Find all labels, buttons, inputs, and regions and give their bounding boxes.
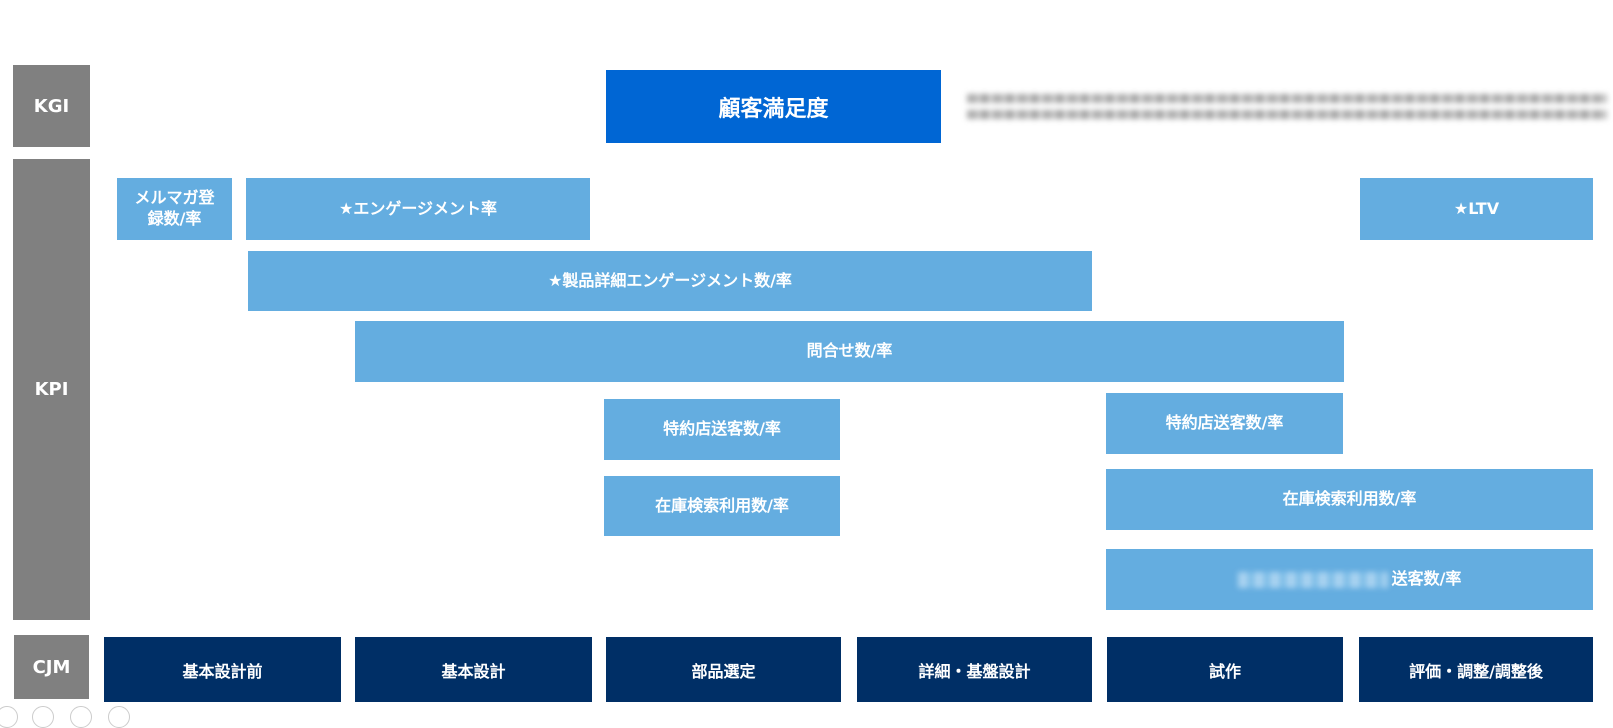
kpi-ltv: ★LTV	[1360, 178, 1593, 240]
kpi-dealer-right: 特約店送客数/率	[1106, 393, 1343, 454]
cjm-stage-pre-basic-design: 基本設計前	[104, 637, 341, 702]
blurred-text	[1237, 571, 1388, 588]
kpi-stock-right: 在庫検索利用数/率	[1106, 469, 1593, 530]
kgi-row-label: KGI	[13, 65, 90, 147]
kpi-mailmag: メルマガ登録数/率	[117, 178, 232, 240]
kpi-stock-left: 在庫検索利用数/率	[604, 476, 840, 536]
kpi-online-label: 送客数/率	[1391, 569, 1462, 589]
cjm-stage-prototype: 試作	[1107, 637, 1343, 702]
circle-icon	[70, 706, 92, 728]
cjm-row-label: CJM	[14, 635, 89, 699]
blurred-description	[967, 87, 1607, 131]
kpi-engagement: ★エンゲージメント率	[246, 178, 590, 240]
kpi-dealer-left: 特約店送客数/率	[604, 399, 840, 460]
cjm-stage-basic-design: 基本設計	[355, 637, 592, 702]
kpi-product-detail: ★製品詳細エンゲージメント数/率	[248, 251, 1092, 311]
cjm-stage-part-selection: 部品選定	[606, 637, 841, 702]
circle-icon	[0, 706, 18, 728]
kpi-online: 送客数/率	[1106, 549, 1593, 610]
kgi-customer-satisfaction: 顧客満足度	[606, 70, 941, 143]
cjm-stage-evaluation: 評価・調整/調整後	[1359, 637, 1593, 702]
circle-icon	[108, 706, 130, 728]
cjm-stage-detail-design: 詳細・基盤設計	[857, 637, 1092, 702]
kpi-row-label: KPI	[13, 159, 90, 620]
kpi-inquiry: 問合せ数/率	[355, 321, 1344, 382]
circle-icon	[32, 706, 54, 728]
